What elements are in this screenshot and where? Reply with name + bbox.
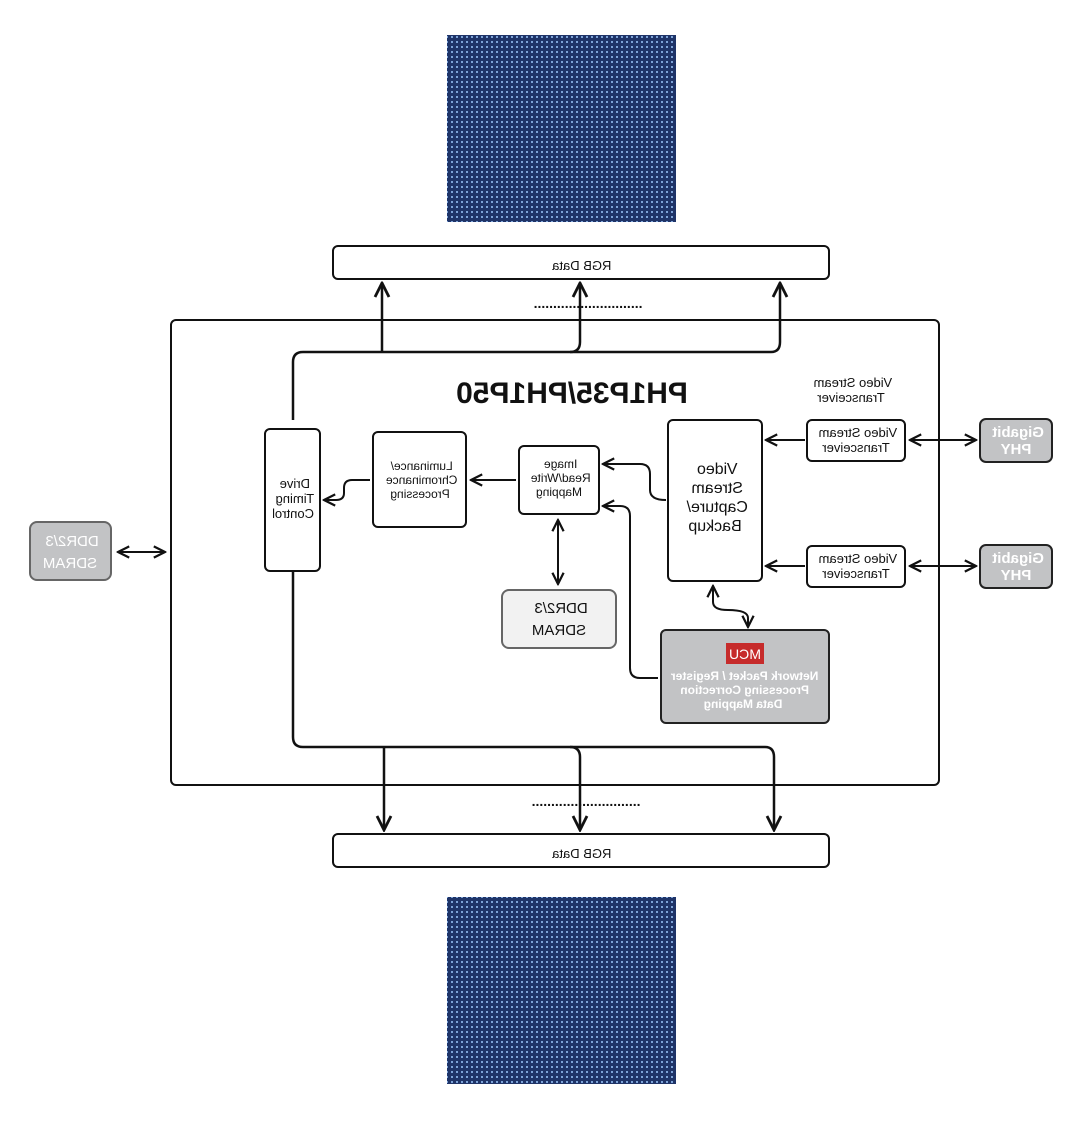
- ddr-internal-block: [501, 589, 617, 649]
- gigabit-phy-top-line-2: PHY: [1001, 441, 1032, 458]
- bus-dots-top: ............................: [534, 295, 643, 311]
- mcu-line-2: Processing Correction: [680, 683, 809, 697]
- gigabit-phy-bottom-label: Gigabit PHY: [988, 550, 1044, 584]
- rgb-data-bottom-label: RGB Data: [551, 846, 611, 861]
- chip-title: PH1P35/PH1P50: [456, 377, 688, 410]
- video-capture-block: [667, 419, 763, 582]
- drive-timing-line-1: Drive: [280, 476, 310, 491]
- lum-chrom-block: [372, 431, 467, 528]
- led-panel-top: [447, 35, 676, 222]
- mcu-line-3: Data Mapping: [704, 697, 783, 711]
- transceiver-top-label: Video Stream Transceiver: [815, 425, 897, 455]
- mcu-badge: [726, 643, 764, 664]
- lum-chrom-line-3: Processing: [390, 487, 449, 501]
- video-capture-line-1: Video: [697, 461, 738, 478]
- image-mapping-label: Image Read/Write Mapping: [527, 457, 590, 499]
- video-capture-line-4: Backup: [688, 518, 741, 535]
- mcu-block: [660, 629, 830, 724]
- mcu-description: Network Packet / Register Processing Cor…: [668, 669, 819, 711]
- ddr-external-line-1: DDR2/3: [45, 533, 98, 550]
- ddr-internal-line-1: DDR2/3: [534, 600, 587, 617]
- transceiver-bottom-line-2: Transceiver: [822, 566, 890, 581]
- image-mapping-block: [518, 445, 600, 515]
- transceiver-top-line-2: Transceiver: [822, 440, 890, 455]
- gigabit-phy-top-label: Gigabit PHY: [988, 424, 1044, 458]
- transceiver-bottom-block: [806, 545, 906, 588]
- gigabit-phy-top-block: [979, 418, 1053, 463]
- lum-chrom-line-1: Luminance/: [390, 459, 453, 473]
- transceiver-top-block: [806, 419, 906, 462]
- drive-timing-label: Drive Timing Control: [272, 476, 314, 521]
- connection-arrows: [118, 440, 976, 679]
- video-stream-transceiver-heading: Video Stream Transceiver: [810, 375, 892, 405]
- video-capture-label: Video Stream Capture/ Backup: [682, 461, 748, 535]
- drive-timing-line-2: Timing: [276, 491, 315, 506]
- led-panel-bottom: [447, 897, 676, 1084]
- ddr-external-label: DDR2/3 SDRAM: [41, 533, 99, 572]
- lum-chrom-label: Luminance/ Chrominance Processing: [383, 459, 458, 501]
- lum-chrom-line-2: Chrominance: [386, 473, 458, 487]
- drive-timing-line-3: Control: [272, 506, 314, 521]
- heading-line-2: Transceiver: [817, 390, 885, 405]
- image-mapping-line-1: Image: [544, 457, 578, 471]
- gigabit-phy-top-line-1: Gigabit: [992, 424, 1044, 441]
- mcu-line-1: Network Packet / Register: [671, 669, 819, 683]
- ddr-internal-line-2: SDRAM: [532, 622, 586, 639]
- ddr-external-line-2: SDRAM: [43, 555, 97, 572]
- image-mapping-line-3: Mapping: [536, 485, 582, 499]
- gigabit-phy-bottom-block: [979, 544, 1053, 589]
- ddr-internal-label: DDR2/3 SDRAM: [530, 600, 588, 639]
- rgb-data-bar-top: [332, 245, 830, 280]
- ddr-external-block: [29, 521, 112, 581]
- heading-line-1: Video Stream: [814, 375, 893, 390]
- bus-dots-bottom: ............................: [532, 793, 641, 809]
- video-capture-line-2: Stream: [691, 480, 743, 497]
- gigabit-phy-bottom-line-2: PHY: [1001, 567, 1032, 584]
- rgb-data-bar-bottom: [332, 833, 830, 868]
- transceiver-bottom-label: Video Stream Transceiver: [815, 551, 897, 581]
- transceiver-bottom-line-1: Video Stream: [819, 551, 898, 566]
- video-capture-line-3: Capture/: [686, 499, 748, 516]
- rgb-data-top-label: RGB Data: [551, 258, 611, 273]
- gigabit-phy-bottom-line-1: Gigabit: [992, 550, 1044, 567]
- drive-timing-block: [264, 428, 321, 572]
- chip-outline: [170, 319, 940, 786]
- mcu-badge-label: MCU: [729, 646, 761, 662]
- rgb-bus-lines: [291, 283, 780, 830]
- image-mapping-line-2: Read/Write: [530, 471, 590, 485]
- transceiver-top-line-1: Video Stream: [819, 425, 898, 440]
